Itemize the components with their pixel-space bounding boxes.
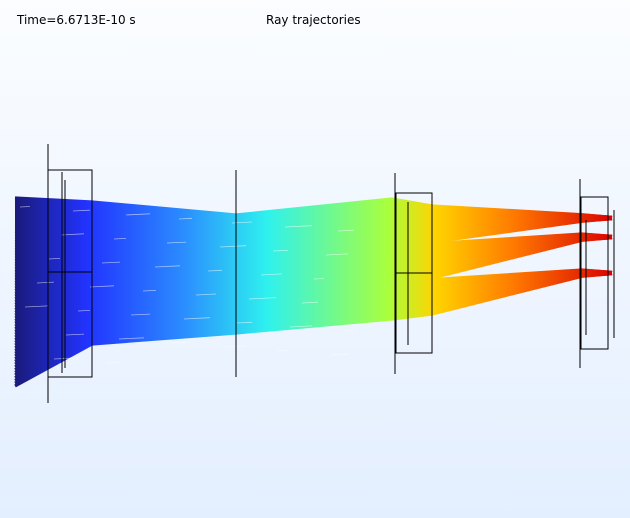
- ray-highlight: [53, 357, 79, 360]
- ray-highlight: [183, 317, 211, 320]
- ray-highlight: [142, 290, 157, 292]
- ray-highlight: [125, 213, 151, 216]
- ray-highlight: [219, 245, 247, 248]
- ray-highlight: [106, 362, 121, 364]
- ray-highlight: [48, 258, 61, 260]
- ray-highlight: [166, 241, 187, 244]
- image-plane: [579, 179, 615, 368]
- ray-highlight: [72, 209, 91, 212]
- ray-highlight: [36, 281, 55, 284]
- ray-highlight: [337, 229, 355, 232]
- ray-highlight: [248, 297, 277, 300]
- ray-highlight: [325, 253, 349, 256]
- lens-1-box: [47, 169, 93, 378]
- lens-group-1: [47, 144, 93, 403]
- ray-highlight: [313, 278, 325, 280]
- ray-highlight: [207, 269, 223, 272]
- lens-group-2: [394, 173, 433, 374]
- optical-elements: [47, 144, 615, 403]
- light-lines: [19, 206, 355, 364]
- ray-highlight: [342, 330, 355, 332]
- ray-highlight: [236, 321, 253, 324]
- ray-highlight: [154, 265, 181, 268]
- ray-highlight: [272, 249, 289, 252]
- ray-highlight: [231, 221, 253, 224]
- ray-highlight: [77, 310, 91, 312]
- plot-title: Ray trajectories: [266, 13, 361, 27]
- ray-highlight: [101, 261, 121, 264]
- image-plane-box: [580, 196, 609, 350]
- ray-highlight: [65, 333, 85, 336]
- ray-highlight: [301, 301, 319, 304]
- ray-highlight: [195, 293, 217, 296]
- ray-highlight: [24, 305, 49, 308]
- ray-highlight: [178, 217, 193, 220]
- ray-highlight: [130, 313, 151, 316]
- ray-highlight: [171, 341, 187, 344]
- ray-highlight: [330, 353, 349, 356]
- ray-highlight: [289, 325, 313, 328]
- ray-highlight: [260, 273, 283, 276]
- ray-highlight: [113, 238, 127, 240]
- ray-highlight: [284, 225, 313, 228]
- ray-highlight: [118, 337, 145, 340]
- ray-bundle: [14, 196, 613, 388]
- ray-highlight: [19, 206, 31, 208]
- time-label: Time=6.6713E-10 s: [17, 13, 136, 27]
- ray-highlight: [277, 350, 289, 352]
- ray-highlight: [89, 285, 115, 288]
